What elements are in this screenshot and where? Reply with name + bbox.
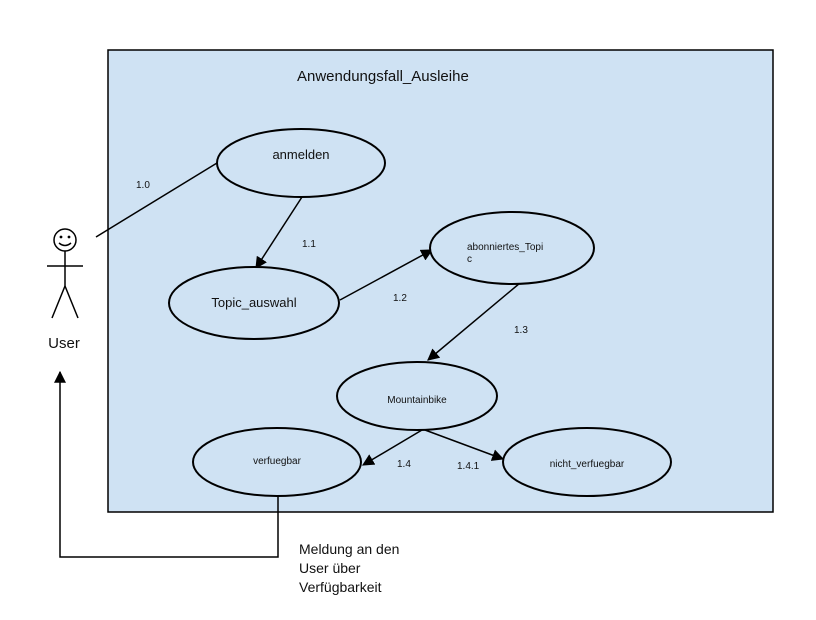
use-case-abonniertes-topic [429,211,595,285]
edge-label-1-1: 1.1 [302,239,316,250]
arrow-mountainbike-nicht-verfuegbar [424,429,505,461]
edge-label-1-4: 1.4 [397,459,411,470]
note-line-3: Verfügbarkeit [299,579,382,595]
actor-head [53,228,77,252]
note-line-1: Meldung an den [299,541,400,557]
use-case-mountainbike [336,361,498,431]
note-line-2: User über [299,560,361,576]
use-case-anmelden-label: anmelden [272,147,329,162]
actor-stick-figure [47,228,83,319]
edge-label-1-0: 1.0 [136,180,150,191]
edge-label-1-2: 1.2 [393,293,407,304]
use-case-abonniertes-topic-label-line1: abonniertes_Topi [467,242,543,253]
actor-label: User [48,335,80,352]
system-title: Anwendungsfall_Ausleihe [297,68,469,85]
arrow-topic-abonniert [339,249,434,301]
use-case-verfuegbar [192,427,362,497]
association-user-anmelden [95,162,218,238]
edge-label-1-3: 1.3 [514,325,528,336]
use-case-nicht-verfuegbar-label: nicht_verfuegbar [550,459,625,470]
arrow-mountainbike-verfuegbar [361,429,423,466]
use-case-nicht-verfuegbar [502,427,672,497]
use-case-topic-auswahl [168,266,340,340]
use-case-topic-auswahl-label: Topic_auswahl [211,295,296,310]
arrow-anmelden-topic [255,196,303,270]
use-case-mountainbike-label: Mountainbike [387,395,447,406]
use-case-verfuegbar-label: verfuegbar [253,456,301,467]
arrow-verfuegbar-user [54,370,279,558]
use-case-anmelden [216,128,386,198]
use-case-abonniertes-topic-label-line2: c [467,254,472,265]
arrow-abonniert-mountainbike [427,282,521,361]
edge-label-1-4-1: 1.4.1 [457,461,480,472]
note-text: Meldung an den User über Verfügbarkeit [299,540,499,597]
